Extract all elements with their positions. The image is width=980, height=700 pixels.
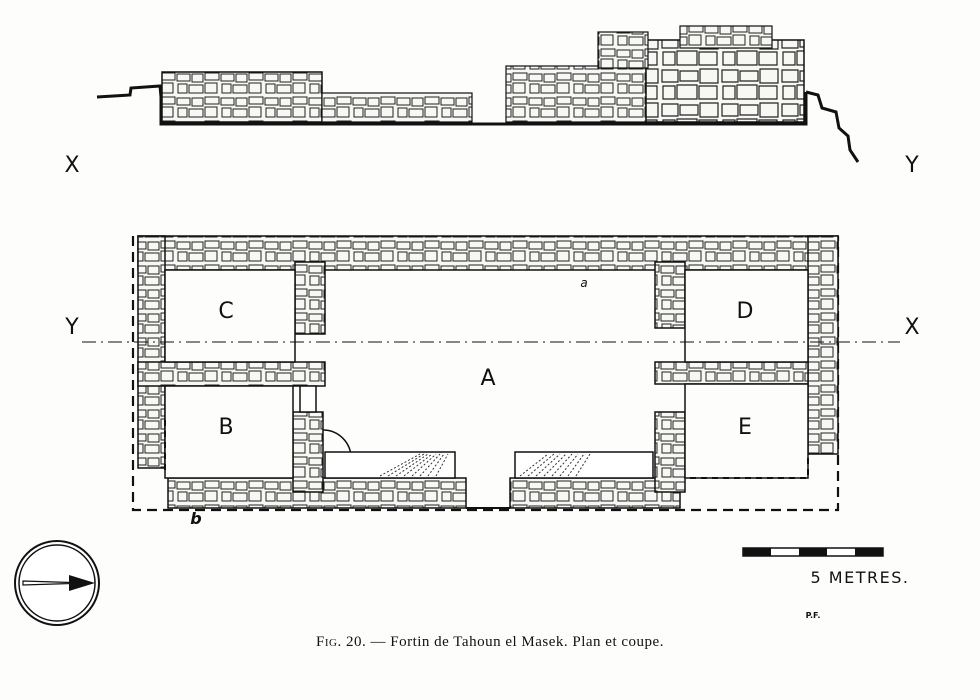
figure-caption: Fig. 20. — Fortin de Tahoun el Masek. Pl… xyxy=(0,634,980,651)
plan-marker-right: X xyxy=(904,315,919,340)
room-label-e: E xyxy=(738,415,752,440)
section-masonry-top xyxy=(597,31,649,69)
room-e-dashed-edge xyxy=(690,454,809,479)
plan-marker-left: Y xyxy=(64,315,79,340)
scale-bar xyxy=(742,547,884,557)
point-label-b: b xyxy=(190,509,201,528)
figure-number: Fig. 20. xyxy=(316,634,367,650)
plan-outline-dashed xyxy=(131,236,840,512)
section-terrain-right xyxy=(805,90,860,163)
wall-east xyxy=(807,235,839,455)
room-label-d: D xyxy=(737,299,754,324)
section-masonry-peak xyxy=(679,25,773,49)
door-jamb-b xyxy=(299,385,317,413)
section-ground-line xyxy=(159,92,808,126)
section-elevation xyxy=(96,25,860,163)
wall-divider-de xyxy=(654,361,809,385)
pier-se xyxy=(654,411,686,493)
room-c xyxy=(164,269,296,363)
wall-divider-cb xyxy=(137,361,326,387)
section-terrain-left xyxy=(96,84,163,99)
section-masonry-mid xyxy=(505,65,647,123)
room-label-b: B xyxy=(218,415,233,440)
floor-plan xyxy=(82,235,900,512)
pier-ne xyxy=(654,261,686,329)
scale-label: 5 METRES. xyxy=(811,568,910,587)
room-b xyxy=(164,385,294,479)
bench-east xyxy=(514,451,654,479)
section-masonry-left xyxy=(161,71,323,123)
caption-text: Fortin de Tahoun el Masek. Plan et coupe… xyxy=(390,634,664,650)
section-marker-right: Y xyxy=(904,153,919,178)
wall-west xyxy=(137,235,166,469)
bench-west-hatching xyxy=(379,453,449,477)
room-label-a: A xyxy=(480,366,495,391)
section-masonry-low xyxy=(321,92,473,123)
wall-north xyxy=(137,235,839,271)
section-masonry-right xyxy=(645,39,805,123)
compass-rose-icon xyxy=(14,540,100,626)
pier-nw xyxy=(294,261,326,335)
room-label-c: C xyxy=(218,299,233,324)
caption-dash: — xyxy=(370,634,386,650)
pier-sw xyxy=(292,411,324,493)
point-label-a: a xyxy=(580,276,587,290)
draftsman-initials: P.F. xyxy=(806,611,821,620)
room-d xyxy=(684,269,809,363)
bench-east-hatching xyxy=(519,453,591,477)
section-marker-left: X xyxy=(64,153,79,178)
room-e xyxy=(684,383,809,479)
